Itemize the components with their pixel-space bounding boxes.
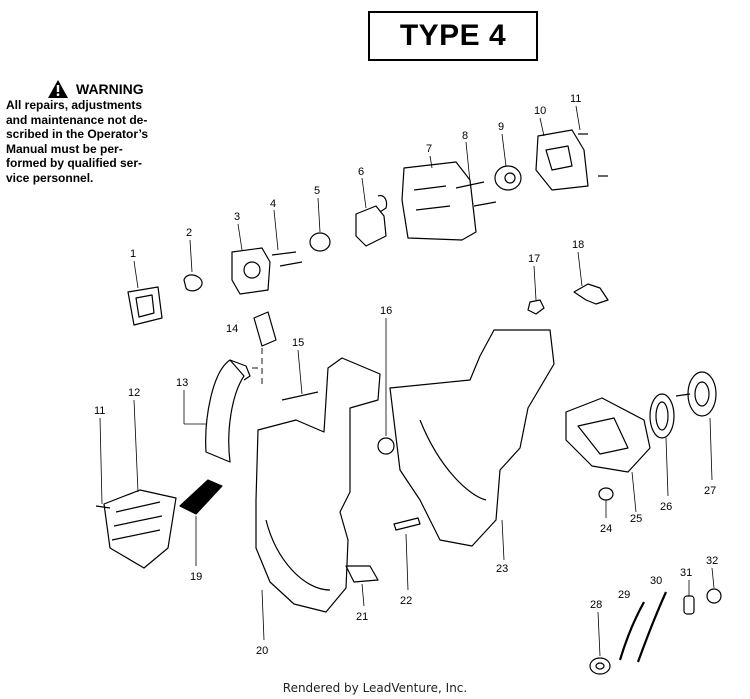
- callout-1: 1: [130, 248, 136, 260]
- part-12-cover: [103, 399, 177, 569]
- callout-11-left: 11: [94, 405, 105, 417]
- callout-19: 19: [190, 571, 202, 583]
- callout-14: 14: [226, 323, 238, 335]
- part-17-nut: [527, 265, 545, 315]
- part-28-washer: [589, 611, 611, 675]
- callout-29: 29: [618, 589, 630, 601]
- part-6-carburetor: [355, 177, 388, 247]
- part-22-pin: [393, 517, 421, 591]
- warning-line: All repairs, adjustments: [6, 98, 143, 112]
- part-21-clip: [345, 565, 379, 607]
- callout-25: 25: [630, 513, 642, 525]
- part-7-cover: [401, 155, 477, 241]
- callout-9: 9: [498, 121, 504, 133]
- callout-4: 4: [270, 198, 276, 210]
- warning-line: scribed in the Operator’s: [6, 127, 149, 141]
- part-14-pad: [253, 311, 277, 347]
- callout-23: 23: [496, 563, 508, 575]
- part-19-filter: [179, 479, 223, 566]
- warning-heading: WARNING: [48, 78, 168, 100]
- part-25-shield: [565, 397, 651, 513]
- callout-31: 31: [680, 567, 692, 579]
- part-15-screw: [281, 349, 319, 401]
- part-10-bracket: [535, 117, 589, 191]
- part-31-fuel-filter: [683, 580, 695, 615]
- part-16-gear: [377, 318, 395, 455]
- callout-24: 24: [600, 523, 612, 535]
- callout-16: 16: [380, 305, 392, 317]
- part-24-cap: [598, 487, 614, 518]
- part-11-screw-left: [95, 417, 111, 509]
- part-4-screws: [271, 209, 303, 267]
- part-1-gasket: [127, 260, 163, 326]
- callout-32: 32: [706, 555, 718, 567]
- callout-13: 13: [176, 377, 188, 389]
- part-32-grommet: [706, 567, 722, 604]
- part-13-handle: [183, 359, 251, 463]
- callout-28: 28: [590, 599, 602, 611]
- callout-8: 8: [462, 130, 468, 142]
- callout-21: 21: [356, 611, 368, 623]
- callout-22: 22: [400, 595, 412, 607]
- warning-line: formed by qualified ser-: [6, 156, 143, 170]
- warning-line: and maintenance not de-: [6, 112, 148, 127]
- part-8-screws: [455, 141, 497, 207]
- callout-2: 2: [186, 227, 192, 239]
- callout-6: 6: [358, 166, 364, 178]
- part-20-housing: [255, 357, 381, 641]
- callout-17: 17: [528, 253, 540, 265]
- footer-credit: Rendered by LeadVenture, Inc.: [282, 681, 468, 695]
- part-5-ring: [309, 197, 331, 252]
- callout-30: 30: [650, 575, 662, 587]
- warning-icon: [48, 80, 68, 98]
- callout-3: 3: [234, 211, 240, 223]
- warning-line: vice personnel.: [6, 170, 94, 185]
- part-18-knob: [573, 251, 609, 305]
- callout-10: 10: [534, 105, 546, 117]
- part-3-block: [231, 223, 271, 295]
- callout-11-top: 11: [570, 93, 581, 105]
- part-9-ring: [494, 133, 522, 191]
- callout-7: 7: [426, 143, 432, 155]
- callout-labels: 1 2 3 4 5 6 7 8 9 10 11 11 12 13 14 15 1…: [94, 93, 718, 657]
- callout-15: 15: [292, 337, 304, 349]
- part-23-housing-half: [389, 329, 555, 561]
- part-29-hose: [618, 601, 645, 661]
- part-27-starter: [675, 371, 717, 481]
- part-26-ring: [649, 393, 675, 497]
- warning-title: WARNING: [76, 81, 144, 97]
- callout-12: 12: [128, 387, 140, 399]
- callout-20: 20: [256, 645, 268, 657]
- callout-5: 5: [314, 185, 320, 197]
- part-11-screw-top: [575, 105, 608, 177]
- warning-text: All repairs, adjustments and maintenance…: [6, 98, 171, 185]
- callout-26: 26: [660, 501, 672, 513]
- part-2-plug: [183, 239, 203, 292]
- warning-line: Manual must be per-: [6, 141, 123, 156]
- part-30-hose: [636, 591, 668, 663]
- type-label: TYPE 4: [368, 11, 538, 61]
- callout-27: 27: [704, 485, 716, 497]
- callout-18: 18: [572, 239, 584, 251]
